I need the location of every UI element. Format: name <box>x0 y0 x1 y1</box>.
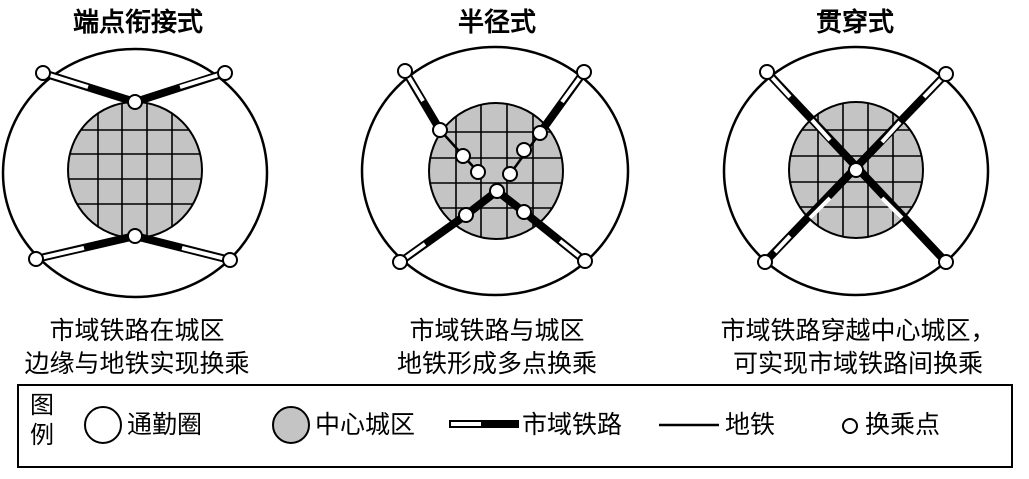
diagram-2-title: 半径式 <box>457 8 536 38</box>
caption-line: 市域铁路在城区 <box>49 316 225 345</box>
legend: 图例 通勤圈 中心城区 市域铁路 地铁 换乘点 <box>17 384 1013 468</box>
diagram-3-title: 贯穿式 <box>815 8 894 38</box>
diagram-1-title: 端点衔接式 <box>72 8 203 38</box>
caption-line: 地铁形成多点换乘 <box>396 349 597 378</box>
legend-label-commute-circle: 通勤圈 <box>127 410 203 439</box>
diagram-1-caption: 市域铁路在城区 边缘与地铁实现换乘 <box>0 314 317 380</box>
diagram-through <box>722 45 990 297</box>
diagrams-canvas <box>1 45 990 299</box>
central-district-icon <box>272 406 310 444</box>
suburban-railway-icon <box>449 420 519 428</box>
central-district <box>67 101 203 239</box>
caption-line: 市域铁路与城区 <box>409 316 585 345</box>
diagram-3-caption: 市域铁路穿越中心城区， 可实现市域铁路间换乘 <box>690 314 1026 380</box>
legend-title: 图例 <box>30 391 54 449</box>
diagram-endpoint <box>1 47 269 299</box>
caption-line: 市域铁路穿越中心城区， <box>720 316 996 345</box>
legend-label-transfer-point: 换乘点 <box>865 410 941 439</box>
metro-icon <box>659 423 719 427</box>
transfer-points <box>392 63 593 270</box>
commute-circle-icon <box>84 406 122 444</box>
transfer-point-icon <box>842 418 858 434</box>
transfer-points <box>28 65 238 268</box>
caption-line: 边缘与地铁实现换乘 <box>24 349 250 378</box>
diagram-2-caption: 市域铁路与城区 地铁形成多点换乘 <box>317 314 677 380</box>
transfer-points <box>757 64 954 270</box>
caption-line: 可实现市域铁路间换乘 <box>732 349 983 378</box>
legend-label-metro: 地铁 <box>725 410 776 439</box>
suburban-railway-lines <box>35 69 231 264</box>
legend-label-central-district: 中心城区 <box>315 410 416 439</box>
diagram-radial <box>360 45 630 297</box>
central-district <box>428 102 564 240</box>
legend-label-suburban-railway: 市域铁路 <box>522 410 623 439</box>
